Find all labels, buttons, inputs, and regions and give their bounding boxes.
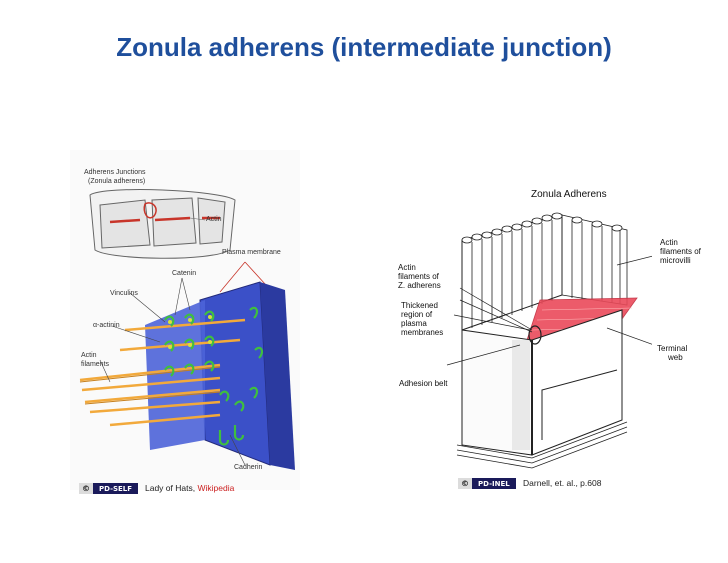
label-actin-mv-2: filaments of [660, 247, 701, 256]
label-actin-mv-1: Actin [660, 238, 678, 247]
label-actin-top: Actin [206, 216, 222, 223]
label-vinculins: Vinculins [110, 290, 138, 297]
label-plasma-membrane: Plasma membrane [222, 249, 281, 256]
label-alpha-actinin: α-actinin [93, 322, 120, 329]
label-adherens: Adherens Junctions [84, 169, 146, 176]
label-catenin: Catenin [172, 270, 197, 277]
wikipedia-link[interactable]: Wikipedia [197, 483, 235, 493]
license-badge-right: © PD-INEL [458, 478, 516, 489]
label-actin-z-3: Z. adherens [398, 281, 441, 290]
label-actin-mv-3: microvilli [660, 256, 691, 265]
right-fig-title: Zonula Adherens [531, 189, 607, 200]
label-terminal-1: Terminal [657, 344, 688, 353]
credit-left: Lady of Hats, Wikipedia [145, 483, 235, 493]
page-title: Zonula adherens (intermediate junction) [116, 32, 612, 62]
label-actin-z-2: filaments of [398, 272, 439, 281]
cells-inset [89, 189, 236, 259]
label-thick-1: Thickened [401, 301, 438, 310]
label-actin-filaments-1: Actin [81, 352, 97, 359]
label-zonula: (Zonula adherens) [88, 178, 146, 185]
right-diagram [446, 212, 652, 469]
label-thick-2: region of [401, 310, 433, 319]
cc-icon: © [79, 483, 93, 494]
label-adhesion-belt: Adhesion belt [399, 379, 448, 388]
label-actin-z-1: Actin [398, 263, 416, 272]
label-thick-4: membranes [401, 328, 444, 337]
label-terminal-2: web [668, 353, 683, 362]
label-actin-filaments-2: filaments [81, 361, 110, 368]
label-cadherin: Cadherin [234, 464, 263, 471]
credit-right: Darnell, et. al., p.608 [523, 478, 602, 488]
left-diagram [70, 150, 300, 490]
label-thick-3: plasma [401, 319, 427, 328]
cc-icon: © [458, 478, 472, 489]
license-badge-left: © PD-SELF [79, 483, 139, 494]
